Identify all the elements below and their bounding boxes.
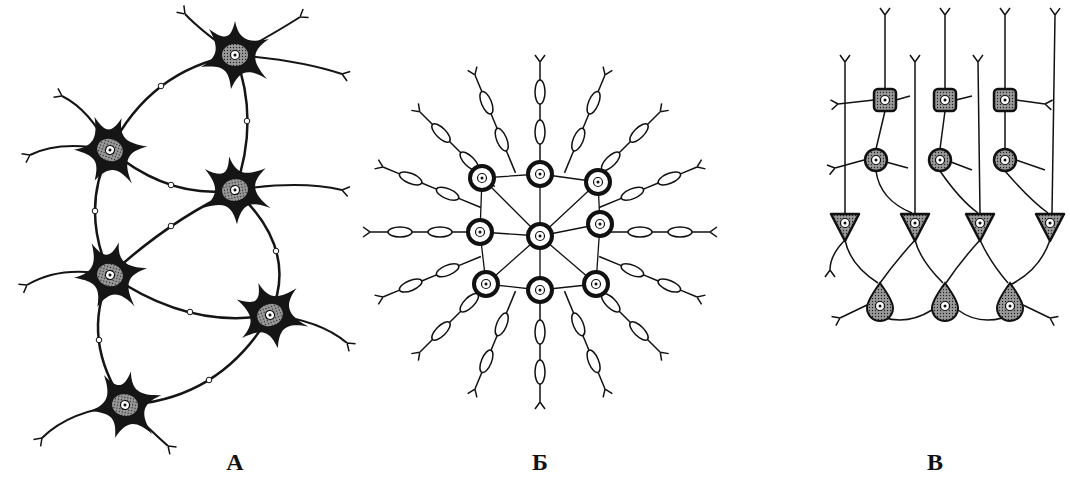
panel-letter: А — [226, 450, 243, 474]
layered-cells — [831, 89, 1064, 321]
layered-cortex — [830, 15, 1055, 320]
ganglion — [370, 62, 710, 402]
panel-letter: Б — [532, 450, 548, 474]
diffuse-network — [27, 14, 347, 446]
panel-letter: В — [927, 450, 943, 474]
neuron-cells — [66, 21, 313, 444]
